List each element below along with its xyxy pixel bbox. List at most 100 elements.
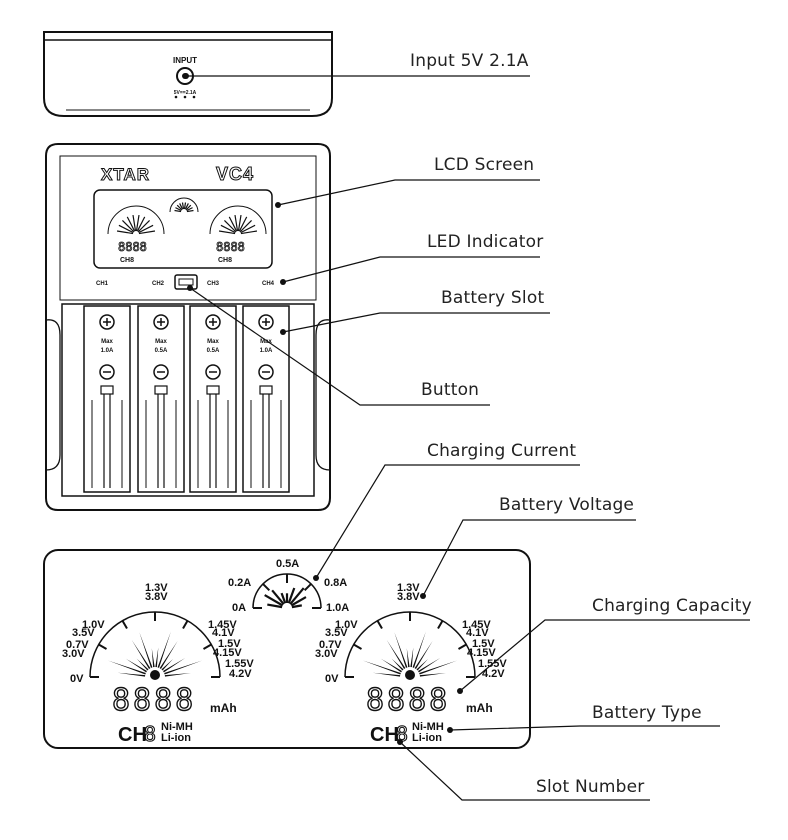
current-ray [289, 587, 305, 605]
small-ray [234, 214, 239, 232]
small-ray [138, 230, 156, 235]
v-left-1.0v-r: 1.0V [335, 619, 358, 631]
small-ray [186, 209, 194, 213]
current-ray [264, 594, 284, 607]
plus-icon [153, 314, 169, 330]
battery-slot[interactable] [137, 305, 185, 493]
input-label: INPUT [173, 56, 197, 65]
gauge-hub [150, 670, 160, 680]
gauge-ray [418, 658, 441, 673]
small-ray [116, 230, 134, 235]
callout-led-indicator: LED Indicator [427, 232, 544, 252]
small-ray [240, 224, 256, 234]
slider-head [259, 385, 273, 395]
v-right-1.45v-r: 1.45V [462, 619, 491, 631]
v-right-4.2v-r: 4.2V [482, 668, 505, 680]
gauge-tick [98, 643, 108, 650]
gauge-tick [121, 620, 128, 630]
gauge-ray [380, 658, 402, 673]
small-ray [132, 214, 137, 232]
gauge-ray [416, 658, 429, 671]
gauge-ray [125, 658, 147, 673]
gauge-ray [163, 658, 186, 673]
slot-max-label: 1.0A [260, 348, 273, 354]
small-ray [179, 203, 184, 210]
minus-icon [205, 364, 221, 380]
gauge-tick [353, 643, 363, 650]
v-left-3.0v: 3.0V [62, 648, 85, 660]
brand-logo: XTAR [101, 165, 150, 184]
plus-icon [99, 314, 115, 330]
gauge-ray [391, 658, 404, 671]
ch4-label: CH4 [262, 281, 275, 287]
input-spec: 5V==2.1A [174, 90, 197, 96]
gauge-ray [394, 632, 408, 668]
small-ray [118, 224, 134, 234]
gauge-tick [202, 643, 212, 650]
minus-icon [258, 364, 274, 380]
gauge-ray [164, 660, 203, 675]
ch3-label: CH3 [207, 281, 220, 287]
current-tick-1: 0.2A [228, 577, 251, 589]
gauge-ray [139, 632, 153, 668]
callout-battery-voltage: Battery Voltage [499, 495, 635, 515]
ch-digit-left: 8 [144, 722, 156, 746]
small-ray [137, 219, 151, 233]
battery-slot[interactable] [83, 305, 131, 493]
unit-left: mAh [210, 701, 237, 715]
gauge-ray [155, 647, 159, 668]
small-ray [175, 207, 182, 212]
slider-head [206, 385, 220, 395]
capacity-digits-left: 8888 [112, 683, 196, 718]
gauge-ray [410, 647, 414, 668]
plus-icon [205, 314, 221, 330]
gauge-ray [406, 648, 410, 668]
v-right-1.5v: 1.5V [218, 638, 241, 650]
small-ray [181, 202, 185, 210]
small-ray [135, 214, 140, 232]
battery-slot[interactable] [189, 305, 237, 493]
ch-prefix-right: CH [370, 724, 399, 746]
small-ray [228, 216, 238, 232]
plus-icon [258, 314, 274, 330]
v-left-3.5v-r: 3.5V [325, 627, 348, 639]
slot-max-label: 0.5A [155, 348, 168, 354]
slot-max-label: 0.5A [207, 348, 220, 354]
gauge-tick [182, 620, 189, 630]
v-left-1.3v: 1.3V [145, 582, 168, 594]
gauge-ray [136, 658, 149, 671]
v-right-4.15v: 4.15V [213, 647, 242, 659]
callout-battery-slot: Battery Slot [441, 288, 545, 308]
mode-button[interactable] [174, 274, 198, 290]
leader-lines [186, 75, 750, 801]
small-ray [240, 230, 258, 235]
current-ray [291, 604, 302, 609]
gauge-ray [117, 672, 146, 677]
gauge-ray [161, 658, 174, 671]
v-left-0.7v: 0.7V [66, 639, 89, 651]
callout-slot-number: Slot Number [536, 777, 645, 797]
gauge-tick [437, 620, 444, 630]
gauge-hub [405, 670, 415, 680]
gauge-ray [372, 672, 401, 677]
gauge-ray [157, 631, 171, 668]
v-right-1.45v: 1.45V [208, 619, 237, 631]
lcd-detail: 0A 0.2A 0.5A 0.8A 1.0A 0V 3.0V 0.7V 3.5V… [43, 549, 531, 749]
current-ray [280, 592, 287, 604]
model-logo: VC4 [216, 164, 254, 184]
small-ray [126, 216, 136, 232]
ch2-label: CH2 [152, 281, 165, 287]
type-nimh-left: Ni-MH [161, 721, 193, 733]
voltage-gauge-left: 0V 3.0V 0.7V 3.5V 1.0V 3.8V 1.3V 1.45V 4… [62, 582, 254, 747]
minus-icon [153, 364, 169, 380]
small-ray [121, 219, 135, 233]
callout-battery-type: Battery Type [592, 703, 702, 723]
charger-front-view: XTAR VC4 8888 8888 CH8 CH8 CH1 CH2 CH3 C… [45, 143, 331, 511]
small-ray [183, 202, 187, 210]
small-ray [186, 207, 193, 212]
current-ray [290, 596, 307, 607]
v-left-1.3v-r: 1.3V [397, 582, 420, 594]
small-ray [185, 204, 192, 211]
small-ray [184, 203, 189, 210]
